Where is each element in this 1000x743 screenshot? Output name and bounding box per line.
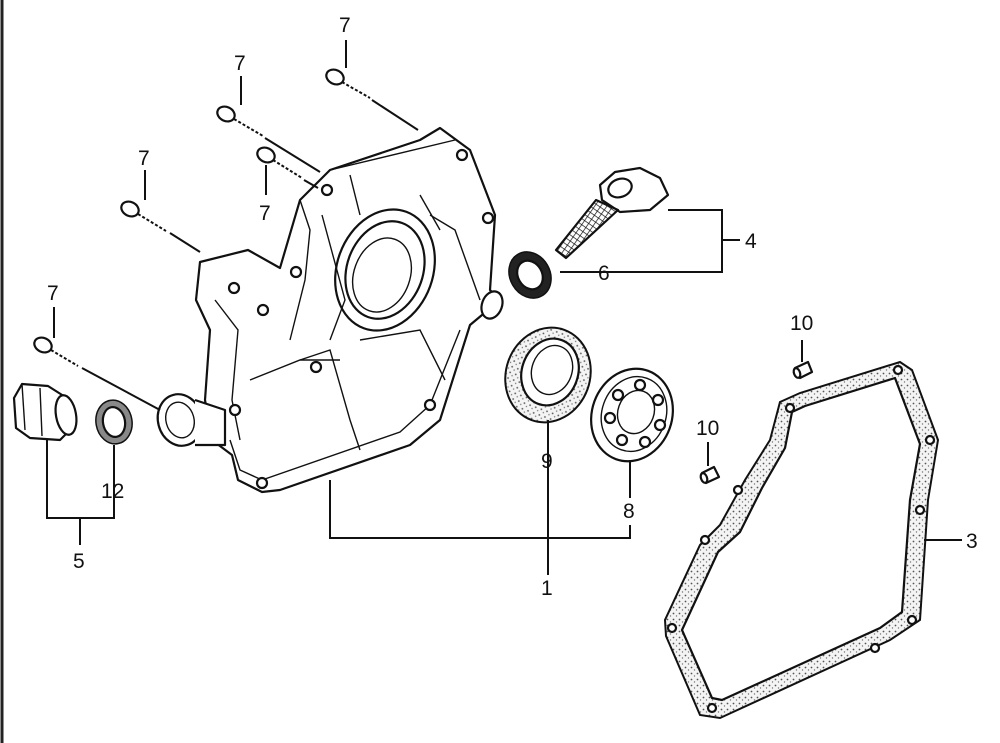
callout-8: 8 xyxy=(623,500,635,523)
bolt-7-middle xyxy=(256,146,303,179)
bolt-axis-upper-left xyxy=(264,137,321,173)
callout-10-upper: 10 xyxy=(790,312,813,335)
callout-12: 12 xyxy=(101,480,124,503)
oil-filler-cap xyxy=(12,382,78,442)
callout-7-upper-left: 7 xyxy=(234,52,246,75)
bolt-axis-top xyxy=(371,99,419,131)
callout-6: 6 xyxy=(598,262,610,285)
callout-7-middle: 7 xyxy=(259,202,271,225)
callout-1: 1 xyxy=(541,577,553,600)
bolt-axis-middle xyxy=(303,179,319,189)
bolt-7-upper-left xyxy=(216,105,264,137)
dowel-pin-10-lower xyxy=(699,465,721,485)
callout-5: 5 xyxy=(73,550,85,573)
leader-1-bracket xyxy=(329,480,631,539)
dipstick xyxy=(554,166,670,260)
bolt-7-top xyxy=(325,68,371,99)
callout-4: 4 xyxy=(745,230,757,253)
callout-7-top: 7 xyxy=(339,14,351,37)
gasket-3 xyxy=(663,360,940,720)
callout-3: 3 xyxy=(966,530,978,553)
callout-7-lower: 7 xyxy=(47,282,59,305)
oil-seal-6 xyxy=(508,251,552,299)
o-ring-12 xyxy=(95,399,133,445)
callout-10-lower: 10 xyxy=(696,417,719,440)
crankcase-cover xyxy=(156,126,504,494)
ball-bearing-8 xyxy=(590,367,674,463)
callout-7-left: 7 xyxy=(138,147,150,170)
dowel-pin-10-upper xyxy=(792,360,814,380)
oil-seal-9 xyxy=(504,326,592,424)
bolt-axis-left xyxy=(169,232,201,253)
callout-9: 9 xyxy=(541,450,553,473)
leader-5-bracket xyxy=(46,440,115,519)
bolt-axis-lower xyxy=(81,367,161,411)
bolt-7-left xyxy=(120,200,167,232)
bolt-7-lower xyxy=(33,336,79,367)
